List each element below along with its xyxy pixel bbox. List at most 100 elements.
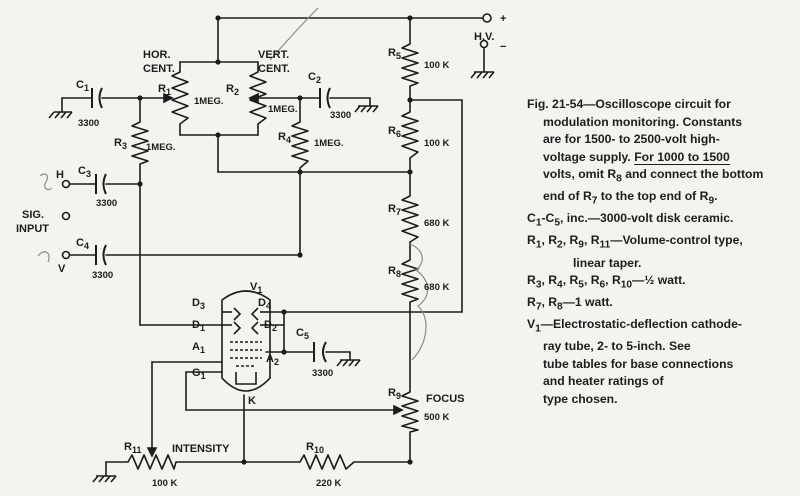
capacitor-c4 [95, 244, 107, 266]
capacitor-c1 [91, 87, 103, 109]
resistor-r3 [131, 121, 149, 165]
caption-line: voltage supply. For 1000 to 1500 [543, 149, 730, 165]
caption-line: modulation monitoring. Constants [543, 114, 743, 129]
r4-label: R4 [278, 131, 291, 145]
wiper-arrows [146, 92, 404, 458]
pin-d4-label: D4 [258, 297, 271, 311]
r11-label: R11 [124, 441, 141, 455]
r9-value: 500 K [424, 412, 449, 423]
hv-plus-label: + [500, 13, 506, 25]
resistor-r6 [401, 111, 419, 159]
r11-wiper-arrow [146, 447, 158, 458]
ground-c2 [354, 105, 379, 113]
hor-cent-label-1: HOR. [143, 49, 171, 61]
intensity-label: INTENSITY [172, 443, 230, 455]
caption-line: R3, R4, R5, R6, R10—½ watt. [527, 273, 686, 291]
vert-cent-label-2: CENT. [258, 63, 290, 75]
input-v-label: V [58, 263, 66, 275]
resistor-r1 [171, 71, 189, 125]
grounds [48, 71, 495, 483]
resistor-r4 [291, 121, 309, 169]
caption-line: volts, omit R8 and connect the bottom [543, 167, 764, 185]
crt-tube-v1 [221, 290, 271, 392]
resistors [127, 43, 419, 470]
electron-gun [230, 341, 262, 367]
figure-caption: Fig. 21-54—Oscilloscope circuit for modu… [527, 96, 787, 409]
r6-value: 100 K [424, 138, 449, 149]
caption-line: R1, R2, R9, R11—Volume-control type, [527, 233, 743, 251]
caption-line: V1—Electrostatic-deflection cathode- [527, 317, 742, 335]
pin-d2-label: D2 [264, 319, 277, 333]
resistor-r10 [299, 454, 355, 470]
caption-line: tube tables for base connections [543, 356, 734, 371]
r9-label: R9 [388, 387, 401, 401]
c2-label: C2 [308, 71, 321, 85]
capacitor-c2 [319, 87, 331, 109]
pin-d3-label: D3 [192, 297, 205, 311]
c4-label: C4 [76, 237, 89, 251]
hv-label: H.V. [474, 31, 494, 43]
r10-value: 220 K [316, 478, 341, 489]
input-ground-terminal [61, 211, 71, 221]
c5-value: 3300 [312, 368, 333, 379]
pin-k-label: K [248, 395, 256, 407]
r5-value: 100 K [424, 60, 449, 71]
caption-line: R7, R8—1 watt. [527, 295, 613, 313]
c3-value: 3300 [96, 198, 117, 209]
caption-line: C1-C5, inc.—3000-volt disk ceramic. [527, 211, 734, 229]
ground-r11 [92, 475, 117, 483]
r1-wiper-arrow [163, 92, 174, 104]
r2-value: 1MEG. [268, 104, 298, 115]
caption-line: type chosen. [543, 391, 618, 406]
c3-label: C3 [78, 165, 91, 179]
r7-value: 680 K [424, 218, 449, 229]
resistor-r8 [401, 259, 419, 303]
r10-label: R10 [306, 441, 324, 455]
pin-a1-label: A1 [192, 341, 205, 355]
resistor-r7 [401, 195, 419, 243]
c1-label: C1 [76, 79, 89, 93]
r3-label: R3 [114, 137, 127, 151]
ground-c5 [336, 359, 361, 367]
vert-cent-label-1: VERT. [258, 49, 289, 61]
c5-label: C5 [296, 327, 309, 341]
capacitor-c3 [95, 173, 107, 195]
r1-label: R1 [158, 83, 171, 97]
r8-value: 680 K [424, 282, 449, 293]
caption-line: end of R7 to the top end of R9. [543, 189, 718, 207]
cathode-heater [235, 372, 257, 385]
ground-c1 [48, 111, 73, 119]
sig-input-label-2: INPUT [16, 223, 49, 235]
capacitors [91, 87, 331, 363]
caption-line: are for 1500- to 2500-volt high- [543, 132, 720, 147]
c2-value: 3300 [330, 110, 351, 121]
c1-value: 3300 [78, 118, 99, 129]
r9-wiper-arrow [393, 404, 404, 416]
input-h-terminal [61, 179, 71, 189]
hv-minus-terminal [479, 39, 489, 49]
pencil-annotations [37, 7, 429, 361]
hor-cent-label-2: CENT. [143, 63, 175, 75]
c4-value: 3300 [92, 270, 113, 281]
v1-label: V1 [250, 281, 262, 295]
wiring [61, 17, 485, 477]
labels: + H.V. − HOR. CENT. VERT. CENT. R1 1MEG.… [16, 13, 506, 489]
r1-value: 1MEG. [194, 96, 224, 107]
resistor-r9 [401, 391, 419, 433]
input-h-label: H [56, 169, 64, 181]
resistor-r11 [127, 454, 177, 470]
focus-label: FOCUS [426, 393, 465, 405]
r3-value: 1MEG. [146, 142, 176, 153]
r7-label: R7 [388, 203, 401, 217]
junction-dots [137, 15, 413, 465]
r2-wiper-arrow [248, 92, 259, 104]
deflection-plates [233, 307, 259, 335]
capacitor-c5 [313, 341, 327, 363]
hv-plus-terminal [482, 13, 492, 23]
resistor-r5 [401, 43, 419, 87]
caption-line: Fig. 21-54—Oscilloscope circuit for [527, 97, 731, 111]
ground-hv [470, 71, 495, 79]
caption-line: ray tube, 2- to 5-inch. See [543, 339, 691, 354]
